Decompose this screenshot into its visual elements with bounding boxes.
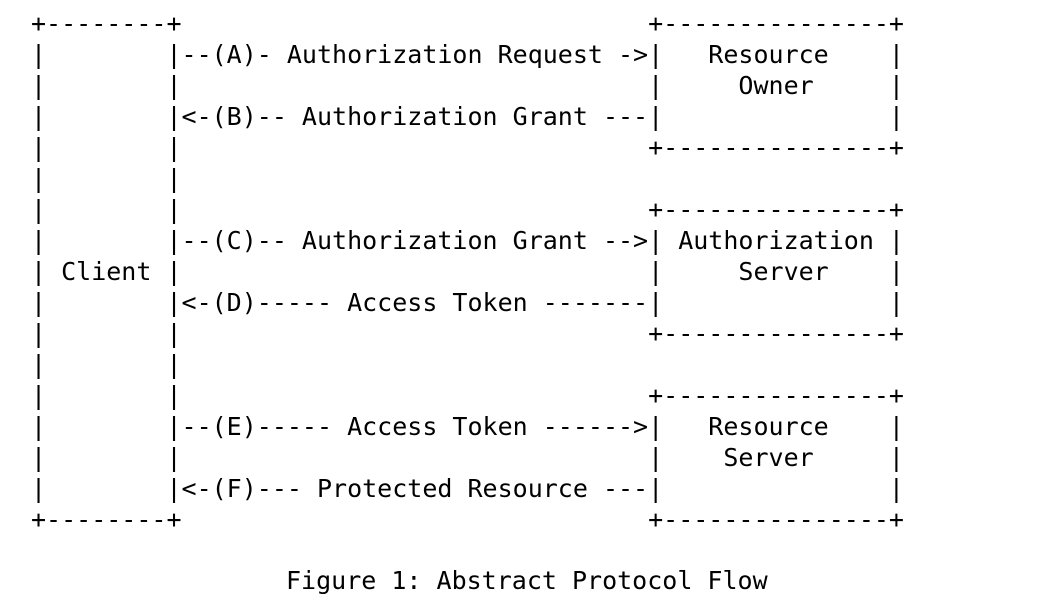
diagram-line: | | +---------------+ (31, 195, 904, 224)
diagram-line: | | (31, 164, 182, 193)
diagram-line: | | (31, 350, 182, 379)
diagram-line: | | | Owner | (31, 71, 904, 100)
diagram-line: | | +---------------+ (31, 133, 904, 162)
diagram-line: +--------+ +---------------+ (31, 505, 904, 534)
diagram-line: | Client | | Server | (31, 257, 904, 286)
diagram-line: | |--(A)- Authorization Request ->| Reso… (31, 40, 904, 69)
diagram-line: | |<-(F)--- Protected Resource ---| | (31, 474, 904, 503)
diagram-line: | |--(E)----- Access Token ------>| Reso… (31, 412, 904, 441)
figure-caption: Figure 1: Abstract Protocol Flow (286, 566, 768, 595)
diagram-line: | | | Server | (31, 443, 904, 472)
diagram-line: | | +---------------+ (31, 381, 904, 410)
diagram-line: | | +---------------+ (31, 319, 904, 348)
ascii-protocol-flow-diagram: +--------+ +---------------+| |--(A)- Au… (31, 8, 904, 535)
diagram-line: | |<-(B)-- Authorization Grant ---| | (31, 102, 904, 131)
diagram-line: +--------+ +---------------+ (31, 9, 904, 38)
diagram-line: | |--(C)-- Authorization Grant -->| Auth… (31, 226, 904, 255)
diagram-line: | |<-(D)----- Access Token -------| | (31, 288, 904, 317)
